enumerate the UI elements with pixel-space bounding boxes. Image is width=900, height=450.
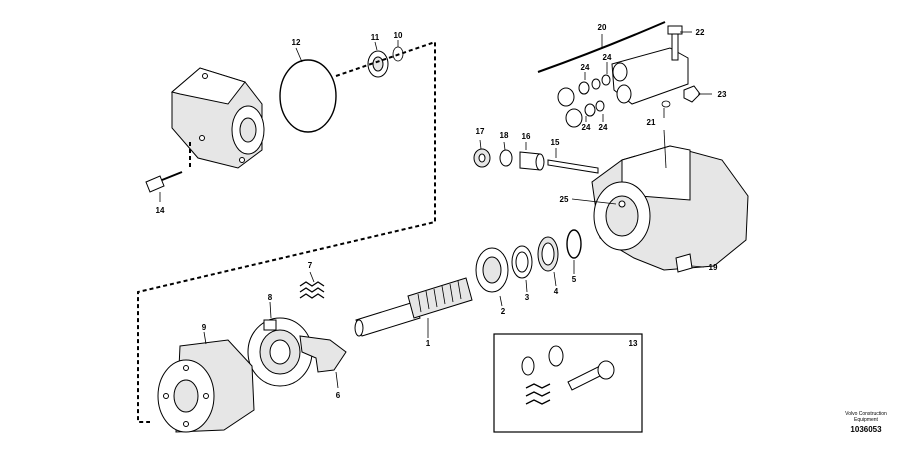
credit-line-2: Equipment [854,417,879,423]
label-1: 1 [426,339,431,348]
label-16: 16 [522,132,531,141]
circlip-5 [566,229,582,259]
label-6: 6 [336,391,341,400]
ring-18 [499,149,513,167]
cradle-6 [299,335,347,389]
spring-7 [299,271,325,299]
label-23: 23 [718,90,727,99]
label-4: 4 [554,287,559,296]
credit-line-1: Volvo Construction [845,411,887,417]
label-21: 21 [647,118,656,127]
drive-shaft-1 [354,277,473,338]
part-labels: 1 2 3 4 5 6 7 8 9 10 11 12 13 14 15 16 1… [156,23,727,400]
swash-plate-8 [247,301,313,387]
label-5: 5 [572,275,577,284]
label-25: 25 [560,195,569,204]
cap-17 [473,139,491,168]
label-18: 18 [500,131,509,140]
end-cover-housing [170,67,265,169]
bearing-2 [475,247,509,307]
dashed-guide-upper [137,40,436,423]
valve-assembly-20 [537,21,701,105]
label-22: 22 [696,28,705,37]
label-24b: 24 [603,53,612,62]
label-24c: 24 [582,123,591,132]
label-8: 8 [268,293,273,302]
shim-3 [511,245,533,293]
pump-housing [591,145,749,271]
document-id: 1036053 [850,425,882,434]
screw-14 [145,171,183,202]
label-24d: 24 [599,123,608,132]
ring-4 [537,236,559,287]
label-12: 12 [292,38,301,47]
label-17: 17 [476,127,485,136]
label-15: 15 [551,138,560,147]
label-9: 9 [202,323,207,332]
label-2: 2 [501,307,506,316]
credit-block: Volvo Construction Equipment 1036053 [845,411,887,434]
pin-15 [547,148,599,174]
o-ring-21 [661,100,671,108]
label-11: 11 [371,33,380,42]
bearing-11 [367,50,389,78]
label-13: 13 [629,339,638,348]
cylinder-block-9 [157,331,255,433]
plugs-24 [557,62,611,128]
kit-box-13 [493,333,643,433]
label-7: 7 [308,261,313,270]
label-14: 14 [156,206,165,215]
label-10: 10 [394,31,403,40]
o-ring-12 [279,59,337,133]
label-19: 19 [709,263,718,272]
piston-16 [519,142,545,171]
label-24a: 24 [581,63,590,72]
plug-19 [675,253,705,273]
label-20: 20 [598,23,607,32]
label-3: 3 [525,293,530,302]
